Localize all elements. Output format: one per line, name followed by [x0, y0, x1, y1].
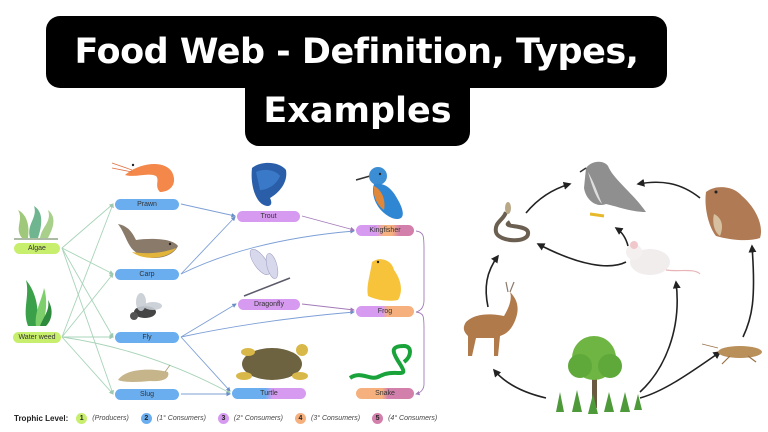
- deer-icon: [463, 281, 518, 356]
- secondary-links: [301, 215, 425, 396]
- water-weed-icon: [25, 280, 52, 326]
- toad-icon: [705, 187, 762, 241]
- turtle-icon: [236, 344, 308, 380]
- fly-icon: [130, 293, 162, 320]
- producer-links: [61, 203, 231, 395]
- cobra-icon: [493, 202, 530, 243]
- slug-icon: [118, 364, 171, 382]
- legend-text-1: (Producers): [92, 415, 129, 422]
- node-label-algae: Algae: [14, 243, 60, 254]
- legend-dot-1: 1: [76, 413, 88, 424]
- dragonfly-icon: [243, 248, 291, 297]
- hawk-icon: [579, 161, 646, 218]
- legend-item-producers: 1 (Producers): [76, 413, 129, 424]
- right-web-arrows: [485, 178, 757, 399]
- legend-item-primary: 2 (1° Consumers): [140, 413, 206, 424]
- legend-text-4: (3° Consumers): [311, 415, 361, 422]
- trophic-level-legend: Trophic Level: 1 (Producers) 2 (1° Consu…: [14, 413, 449, 424]
- legend-text-5: (4° Consumers): [388, 415, 438, 422]
- node-label-frog: Frog: [356, 306, 414, 317]
- tree-and-grass-icon: [556, 336, 642, 414]
- legend-dot-2: 2: [140, 413, 152, 424]
- node-label-water-weed: Water weed: [13, 332, 61, 343]
- snake-icon: [348, 343, 412, 380]
- legend-item-secondary: 3 (2° Consumers): [217, 413, 283, 424]
- frog-icon: [367, 259, 401, 301]
- node-label-fly: Fly: [115, 332, 179, 343]
- legend-dot-5: 5: [372, 413, 384, 424]
- kingfisher-icon: [355, 167, 403, 220]
- trout-icon: [251, 162, 287, 206]
- legend-item-quaternary: 5 (4° Consumers): [372, 413, 437, 424]
- node-label-carp: Carp: [115, 269, 179, 280]
- page-title-line2: Examples: [245, 80, 470, 146]
- carp-icon: [118, 224, 178, 258]
- legend-text-2: (1° Consumers): [156, 415, 206, 422]
- node-label-turtle: Turtle: [232, 388, 306, 399]
- primary-links: [180, 203, 355, 397]
- node-label-kingfisher: Kingfisher: [356, 225, 414, 236]
- node-label-dragonfly: Dragonfly: [238, 299, 300, 310]
- prawn-icon: [111, 162, 175, 192]
- node-label-trout: Trout: [237, 211, 300, 222]
- legend-item-tertiary: 4 (3° Consumers): [295, 413, 360, 424]
- node-label-prawn: Prawn: [115, 199, 179, 210]
- legend-title: Trophic Level:: [14, 414, 69, 423]
- mouse-icon: [626, 241, 701, 275]
- page-title-line1: Food Web - Definition, Types,: [46, 16, 667, 88]
- legend-text-3: (2° Consumers): [233, 415, 283, 422]
- legend-dot-4: 4: [295, 413, 306, 424]
- legend-dot-3: 3: [217, 413, 229, 424]
- algae-icon: [14, 206, 58, 240]
- node-label-slug: Slug: [115, 389, 179, 400]
- node-label-snake: Snake: [356, 388, 414, 399]
- grasshopper-icon: [701, 343, 762, 365]
